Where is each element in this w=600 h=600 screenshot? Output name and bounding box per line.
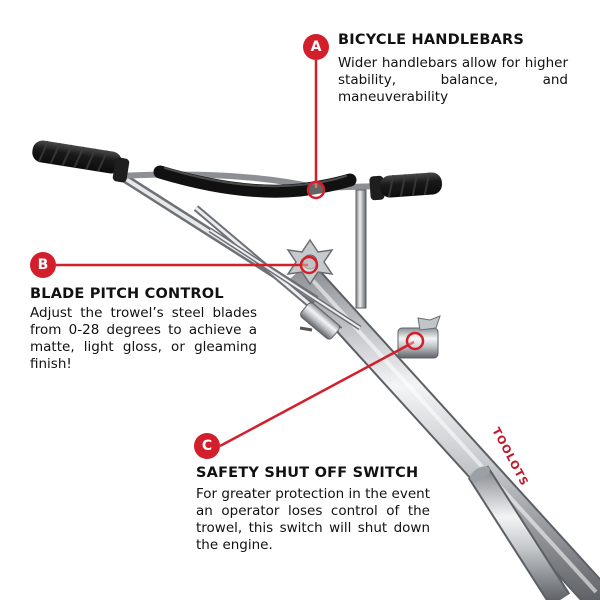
callout-marker-a: A [303,34,329,60]
target-ring-c [405,331,425,351]
target-ring-b [299,255,319,275]
left-grip [32,140,130,183]
target-ring-a [306,180,326,200]
callout-title-safety-switch: SAFETY SHUT OFF SWITCH [196,465,419,481]
handlebar-pad [153,165,357,198]
callout-description-pitch-control: Adjust the trowel’s steel blades from 0-… [30,305,257,372]
callout-marker-b: B [30,252,56,278]
callout-description-safety-switch: For greater protection in the event an o… [196,486,430,553]
leader-lines [56,60,415,448]
target-rings [299,180,425,351]
callout-title-pitch-control: BLADE PITCH CONTROL [30,286,224,302]
callout-description-handlebars: Wider handlebars allow for higher stabil… [338,55,568,105]
callout-marker-c: C [194,433,220,459]
leader-line-c [219,340,415,448]
right-grip [369,172,443,201]
callout-title-handlebars: BICYCLE HANDLEBARS [338,32,525,48]
lower-tube [467,465,571,600]
linkage-clamp [299,302,340,340]
